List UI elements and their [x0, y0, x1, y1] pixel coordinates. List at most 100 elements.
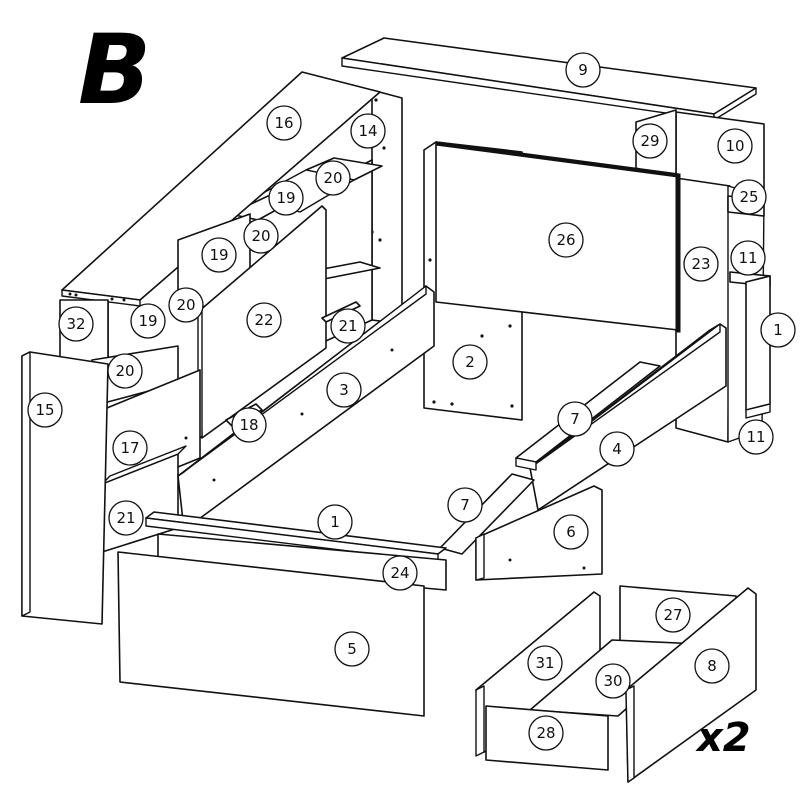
callout-7a: 7 — [557, 401, 593, 437]
callout-19b: 19 — [201, 237, 237, 273]
callout-circle — [731, 179, 767, 215]
panel-7-lower — [439, 473, 535, 555]
callout-24: 24 — [382, 555, 418, 591]
callout-circle — [334, 631, 370, 667]
callout-circle — [595, 663, 631, 699]
callout-circle — [382, 555, 418, 591]
callout-number: 21 — [338, 317, 357, 335]
callout-28: 28 — [528, 715, 564, 751]
callout-number: 30 — [603, 672, 622, 690]
callout-number: 19 — [138, 312, 157, 330]
callout-number: 14 — [358, 122, 377, 140]
callout-circle — [528, 715, 564, 751]
callout-9: 9 — [565, 52, 601, 88]
callout-number: 27 — [663, 606, 682, 624]
callout-number: 2 — [465, 353, 475, 371]
callout-6: 6 — [553, 514, 589, 550]
callout-circle — [717, 128, 753, 164]
callout-number: 1 — [773, 321, 783, 339]
callout-circle — [27, 392, 63, 428]
callout-circle — [738, 419, 774, 455]
callout-25: 25 — [731, 179, 767, 215]
section-letter: B — [78, 14, 152, 126]
panel-8 — [625, 587, 757, 783]
callout-number: 11 — [738, 249, 757, 267]
callout-number: 28 — [536, 724, 555, 742]
callout-circle — [655, 597, 691, 633]
callout-12: 1 — [760, 312, 796, 348]
callout-number: 16 — [274, 114, 293, 132]
callout-number: 32 — [66, 315, 85, 333]
panel-5 — [117, 551, 425, 717]
callout-number: 6 — [566, 523, 576, 541]
callout-26: 26 — [548, 222, 584, 258]
callout-32: 32 — [58, 306, 94, 342]
callout-3: 3 — [326, 372, 362, 408]
callout-19a: 19 — [268, 180, 304, 216]
callout-number: 7 — [570, 410, 580, 428]
callout-20c: 20 — [168, 287, 204, 323]
callout-16: 16 — [266, 105, 302, 141]
callout-14: 14 — [350, 113, 386, 149]
callout-number: 19 — [209, 246, 228, 264]
callout-circle — [326, 372, 362, 408]
callout-15: 15 — [27, 392, 63, 428]
callout-19c: 19 — [130, 303, 166, 339]
panel-24 — [157, 533, 447, 591]
callout-circle — [246, 302, 282, 338]
callout-circle — [557, 401, 593, 437]
callout-7b: 7 — [447, 487, 483, 523]
callout-circle — [452, 344, 488, 380]
callout-4: 4 — [599, 431, 635, 467]
callout-18: 18 — [231, 407, 267, 443]
callout-31: 31 — [527, 645, 563, 681]
callout-circle — [130, 303, 166, 339]
callout-circle — [527, 645, 563, 681]
callout-number: 8 — [707, 657, 717, 675]
callout-11a: 11 — [730, 240, 766, 276]
callout-number: 24 — [390, 564, 409, 582]
callout-11b: 11 — [738, 419, 774, 455]
callout-circle — [632, 123, 668, 159]
callout-29: 29 — [632, 123, 668, 159]
callout-17: 17 — [112, 430, 148, 466]
callout-number: 20 — [176, 296, 195, 314]
callout-circle — [683, 246, 719, 282]
panel-1 — [145, 511, 447, 563]
callout-circle — [350, 113, 386, 149]
panel-11 — [729, 271, 771, 419]
callout-number: 4 — [612, 440, 622, 458]
callout-circle — [58, 306, 94, 342]
callout-20a: 20 — [315, 160, 351, 196]
callout-circle — [107, 353, 143, 389]
callout-20d: 20 — [107, 353, 143, 389]
callout-30: 30 — [595, 663, 631, 699]
callout-circle — [201, 237, 237, 273]
callout-number: 7 — [460, 496, 470, 514]
callout-number: 20 — [323, 169, 342, 187]
callout-circle — [330, 308, 366, 344]
callout-number: 23 — [691, 255, 710, 273]
callout-circle — [112, 430, 148, 466]
callout-circle — [553, 514, 589, 550]
callout-number: 18 — [239, 416, 258, 434]
callout-23: 23 — [683, 246, 719, 282]
callout-27: 27 — [655, 597, 691, 633]
callout-circle — [599, 431, 635, 467]
callout-circle — [565, 52, 601, 88]
callout-number: 9 — [578, 61, 588, 79]
callout-number: 31 — [535, 654, 554, 672]
callout-circle — [108, 500, 144, 536]
callout-number: 22 — [254, 311, 273, 329]
callout-circle — [447, 487, 483, 523]
callout-number: 20 — [251, 227, 270, 245]
callout-number: 20 — [115, 362, 134, 380]
callout-21b: 21 — [108, 500, 144, 536]
callout-22: 22 — [246, 302, 282, 338]
callout-circle — [315, 160, 351, 196]
callout-number: 10 — [725, 137, 744, 155]
callout-5: 5 — [334, 631, 370, 667]
callout-circle — [243, 218, 279, 254]
callout-number: 25 — [739, 188, 758, 206]
